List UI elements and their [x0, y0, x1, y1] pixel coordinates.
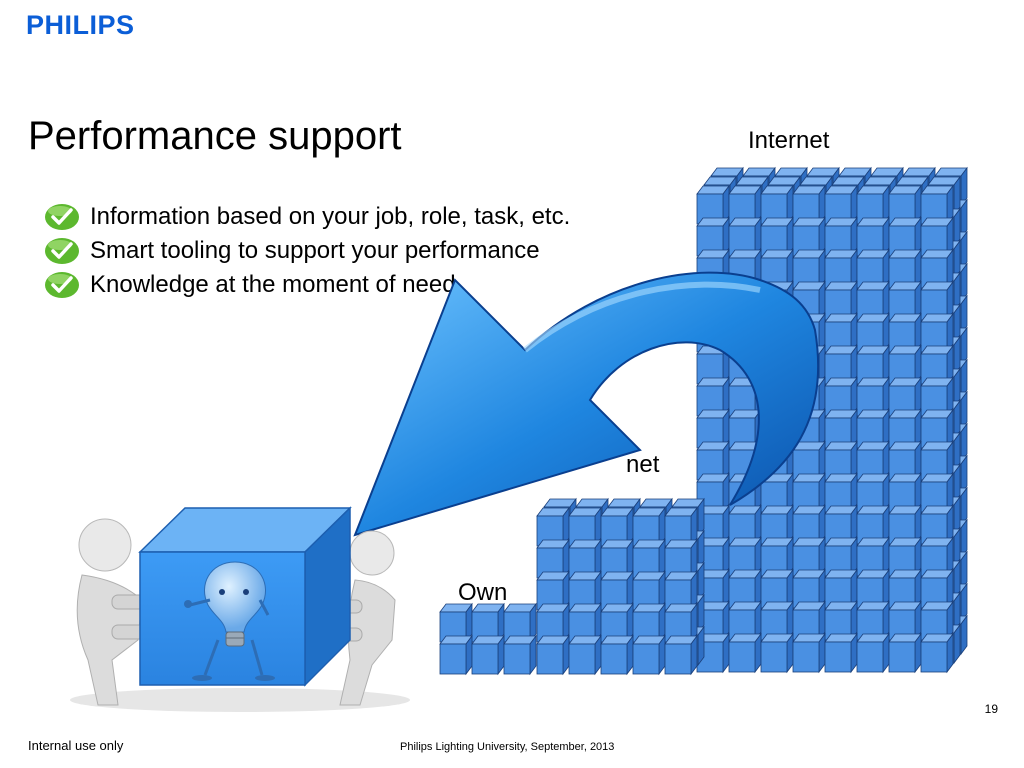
internet-cube-block [696, 167, 968, 673]
cube [728, 633, 762, 673]
check-icon [45, 272, 79, 298]
footer-internal: Internal use only [28, 738, 124, 753]
cube [439, 635, 473, 675]
curved-arrow-icon [353, 271, 820, 537]
cube [760, 633, 794, 673]
intranet-label: net [626, 451, 660, 478]
bullet-item: Knowledge at the moment of need [44, 268, 570, 302]
bullet-item: Smart tooling to support your performanc… [44, 234, 570, 268]
own-label: Own [458, 579, 508, 606]
intranet-cube-block [536, 498, 705, 675]
cube [856, 633, 890, 673]
cube [792, 633, 826, 673]
cube [568, 635, 602, 675]
cube [503, 635, 537, 675]
page-number: 19 [984, 702, 998, 716]
bullet-text: Knowledge at the moment of need [90, 271, 456, 298]
bullet-text: Information based on your job, role, tas… [90, 203, 571, 230]
bullet-list: Information based on your job, role, tas… [44, 200, 570, 302]
slide-title: Performance support [28, 114, 402, 158]
footer-university: Philips Lighting University, September, … [400, 741, 615, 753]
cube [824, 633, 858, 673]
knowledge-box [138, 506, 352, 687]
bullet-item: Information based on your job, role, tas… [44, 200, 570, 234]
bullet-text: Smart tooling to support your performanc… [90, 237, 540, 264]
internet-label: Internet [748, 127, 830, 154]
cube [664, 635, 698, 675]
check-icon [45, 238, 79, 264]
cube [600, 635, 634, 675]
cube [888, 633, 922, 673]
philips-logo: PHILIPS [26, 10, 135, 40]
lightbulb-icon [184, 561, 275, 681]
cube [632, 635, 666, 675]
cube [920, 633, 954, 673]
cube [471, 635, 505, 675]
figure-icon [70, 518, 410, 712]
own-cube-block [439, 603, 537, 675]
check-icon [45, 204, 79, 230]
cube [536, 635, 570, 675]
